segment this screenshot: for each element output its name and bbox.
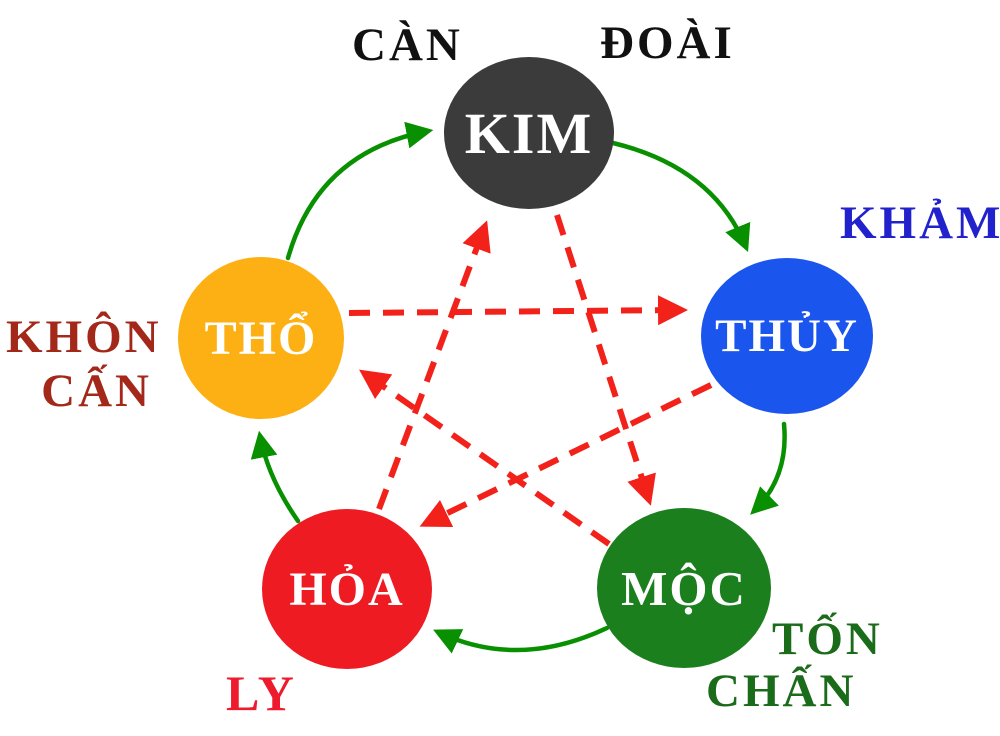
arrow-thuy-to-moc [750,421,787,515]
trigram-label-ly: LY [226,665,297,721]
arrow-kim-to-thuy [610,140,751,252]
node-tho-label: THỔ [204,311,318,365]
arrow-thuy-to-hoa [419,382,713,528]
arrow-tho-to-kim [285,121,434,261]
trigram-label-ton: TỐN [772,613,883,665]
node-thuy: THỦY [701,258,873,414]
node-hoa-label: HỎA [289,562,405,616]
arrow-hoa-to-kim [376,220,491,511]
arrow-tho-to-thuy [348,295,688,326]
node-kim: KIM [444,57,614,209]
trigram-label-doai: ĐOÀI [600,17,735,69]
arrow-hoa-to-tho [250,430,301,524]
node-kim-label: KIM [464,100,594,166]
trigram-label-can-mountain: CẤN [41,365,152,417]
trigram-label-can: CÀN [352,19,463,71]
node-moc-label: MỘC [621,560,747,616]
trigram-label-chan: CHẤN [706,665,857,717]
arrow-moc-to-hoa [433,625,610,654]
arrow-kim-to-moc [554,214,656,506]
node-hoa: HỎA [262,509,432,669]
arrow-moc-to-tho [359,369,611,547]
node-moc: MỘC [597,508,771,668]
node-thuy-label: THỦY [715,310,859,362]
trigram-label-khon: KHÔN [6,311,162,363]
node-tho: THỔ [178,257,344,419]
trigram-label-kham: KHẢM [840,197,1000,249]
